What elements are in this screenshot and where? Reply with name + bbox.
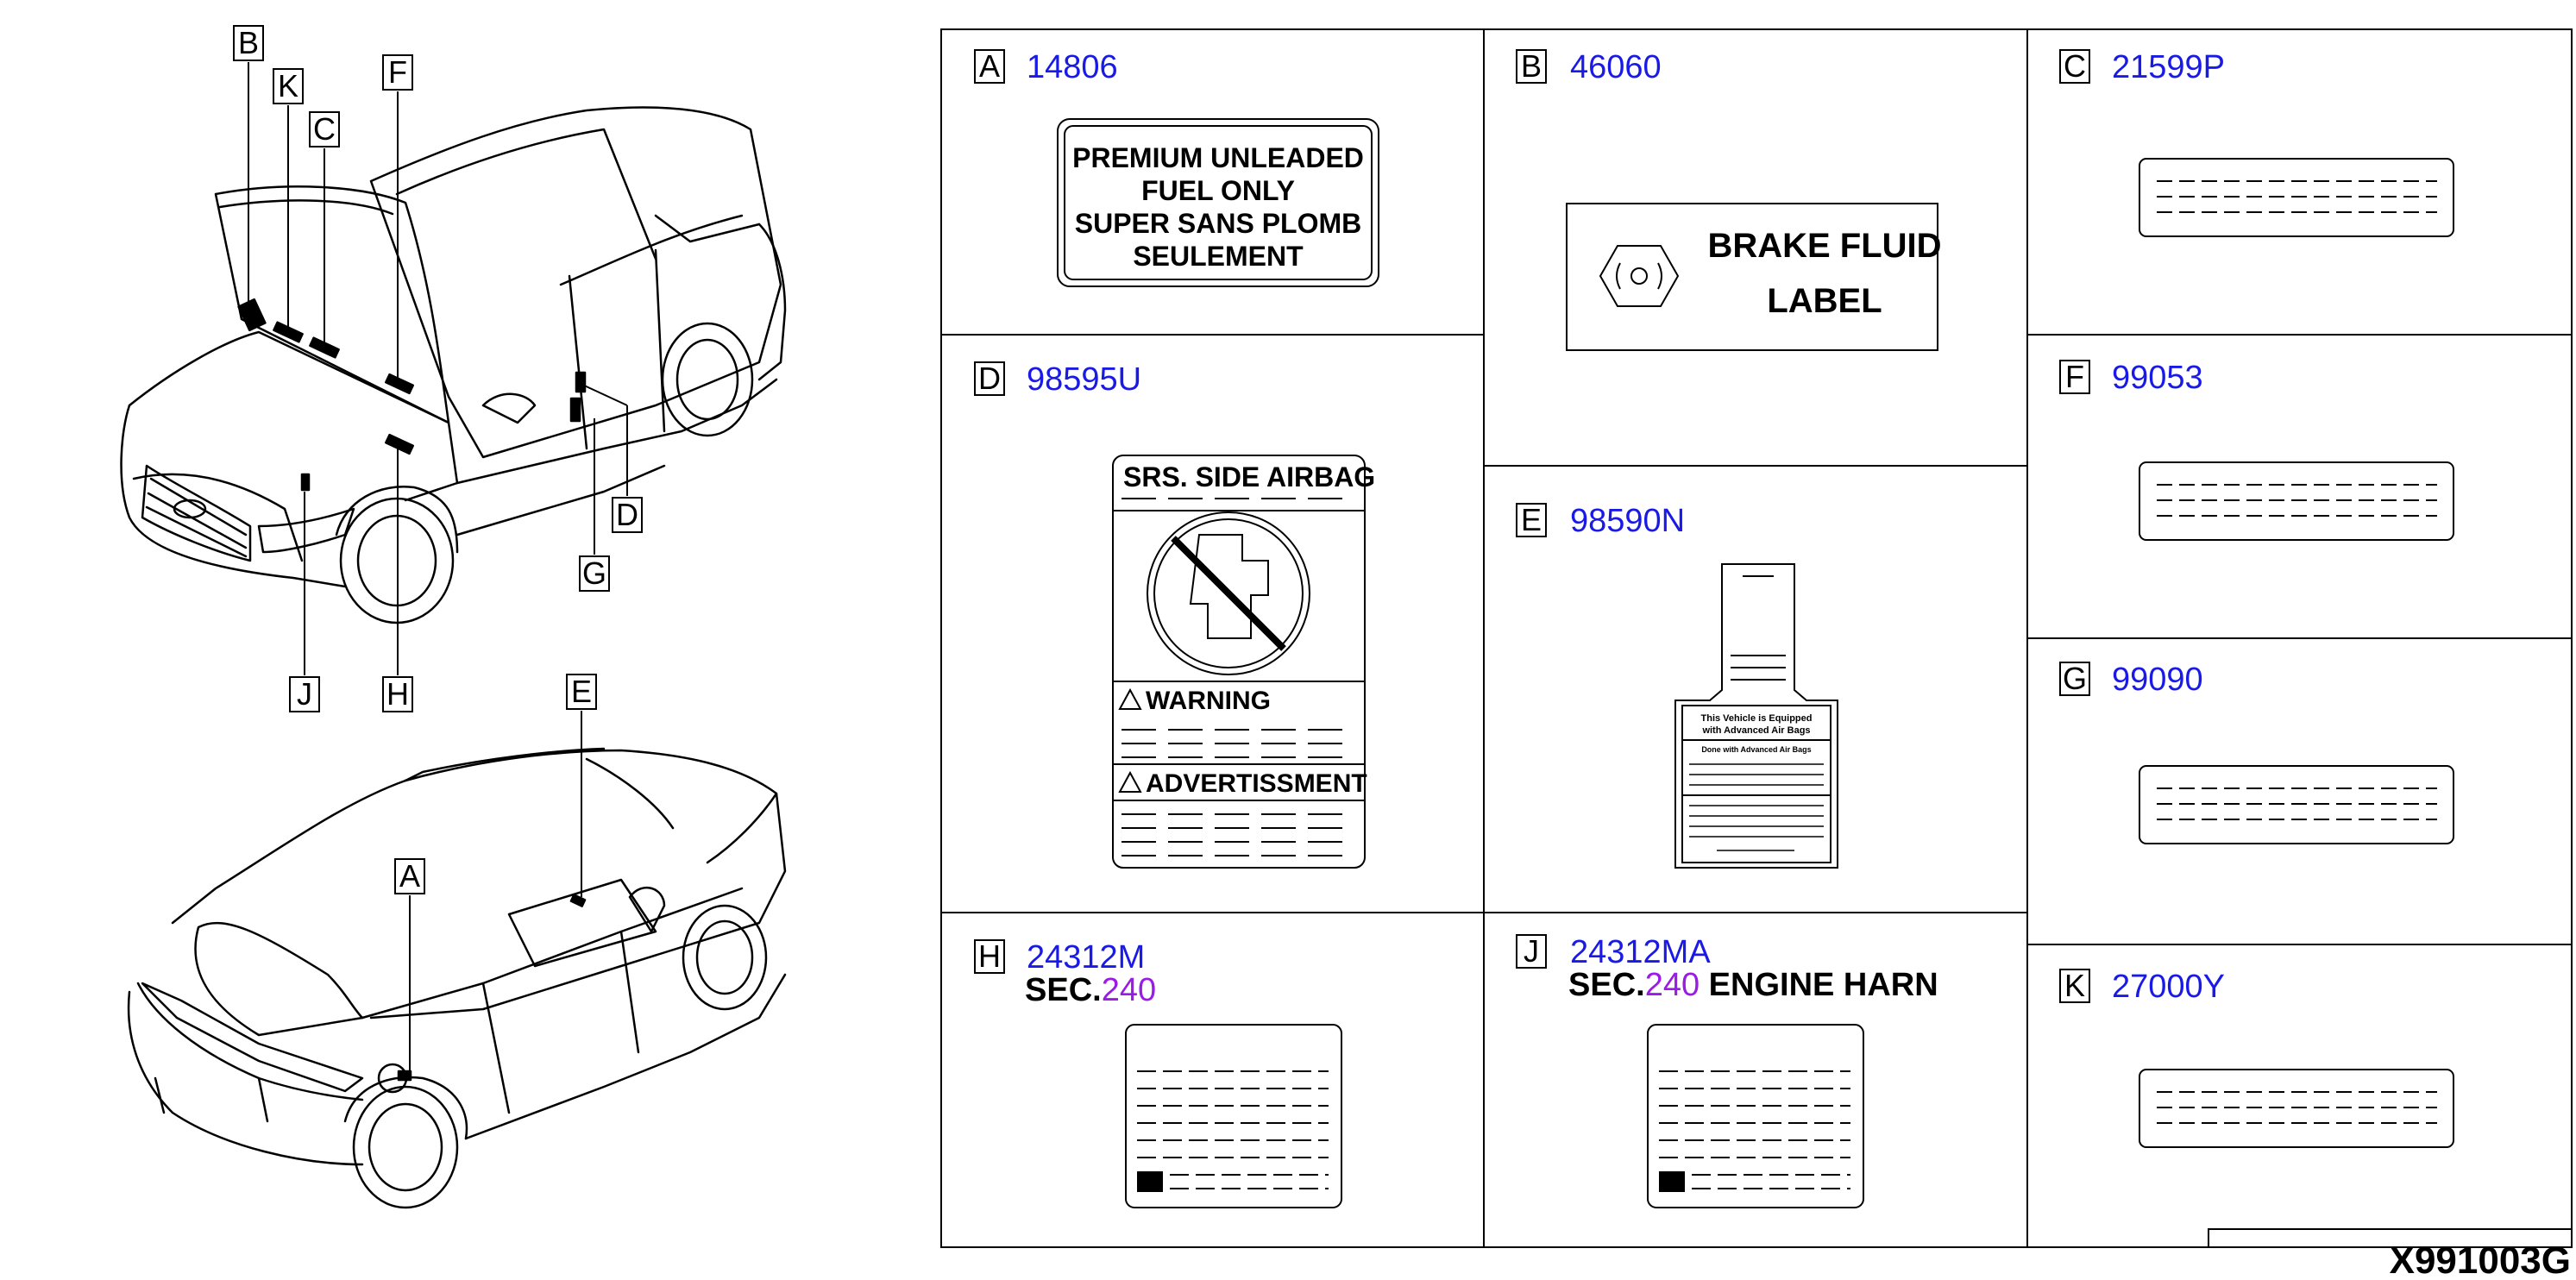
svg-text:C: C [2064, 48, 2086, 84]
callout-g: G [579, 555, 610, 592]
part-number-g: 99090 [2112, 662, 2203, 698]
svg-text:D: D [978, 361, 1001, 396]
svg-text:H: H [978, 938, 1001, 974]
svg-text:Done with Advanced Air Bags: Done with Advanced Air Bags [1701, 745, 1811, 754]
callout-f: F [382, 54, 413, 91]
part-number-e: 98590N [1570, 503, 1685, 539]
airbag-hang-tag: This Vehicle is Equipped with Advanced A… [1674, 563, 1838, 869]
svg-text:G: G [2063, 661, 2087, 696]
blank-label-f [2139, 461, 2454, 541]
part-number-f: 99053 [2112, 360, 2203, 396]
callout-h: H [382, 676, 413, 712]
bottom-car-illustration [127, 747, 787, 1209]
callout-a-car: A [394, 858, 425, 894]
svg-text:SEULEMENT: SEULEMENT [1133, 241, 1304, 272]
callout-c: C [309, 111, 340, 147]
part-number-h: 24312M [1027, 939, 1145, 976]
cell-d: D 98595U SRS. SIDE AIRBAG WARNING ADVERT… [974, 361, 1375, 869]
svg-text:This Vehicle is Equipped: This Vehicle is Equipped [1701, 713, 1813, 724]
diagram-code: X991003G [2390, 1239, 2571, 1280]
svg-text:SUPER SANS PLOMB: SUPER SANS PLOMB [1075, 208, 1361, 239]
svg-text:SRS. SIDE AIRBAG: SRS. SIDE AIRBAG [1123, 461, 1375, 493]
svg-text:E: E [1521, 502, 1542, 537]
part-number-d: 98595U [1027, 361, 1141, 398]
svg-text:PREMIUM UNLEADED: PREMIUM UNLEADED [1072, 142, 1364, 173]
fuel-label-a: PREMIUM UNLEADED FUEL ONLY SUPER SANS PL… [1057, 118, 1379, 287]
svg-text:C: C [313, 111, 336, 147]
top-car-illustration [120, 106, 787, 624]
cell-e: E 98590N This Vehicle is Equipped with A… [1516, 502, 1838, 869]
harness-label-h [1125, 1024, 1342, 1208]
cell-f: F 99053 [2059, 359, 2454, 541]
callout-k: K [273, 68, 304, 104]
part-number-c: 21599P [2112, 49, 2225, 85]
svg-text:J: J [297, 676, 312, 712]
svg-text:B: B [238, 25, 259, 60]
svg-text:J: J [1524, 933, 1539, 969]
svg-text:with Advanced Air Bags: with Advanced Air Bags [1701, 725, 1810, 736]
callout-b: B [233, 25, 264, 61]
blank-label-k [2139, 1069, 2454, 1148]
svg-text:F: F [2065, 359, 2084, 394]
svg-text:E: E [571, 674, 592, 709]
svg-text:G: G [582, 555, 606, 591]
label-grid [940, 28, 2573, 1248]
svg-text:A: A [399, 858, 420, 894]
section-ref-h: SEC.240 [1025, 972, 1156, 1008]
cell-g: G 99090 [2059, 661, 2454, 844]
bottom-car-leader-lines [409, 711, 582, 1074]
callout-e-car: E [566, 674, 597, 710]
cell-k: K 27000Y [2059, 968, 2454, 1148]
section-ref-j: SEC.240 ENGINE HARN [1568, 967, 1938, 1003]
svg-text:K: K [278, 68, 298, 104]
svg-text:LABEL: LABEL [1767, 282, 1882, 320]
svg-text:F: F [388, 54, 407, 90]
cell-a: A 14806 PREMIUM UNLEADED FUEL ONLY SUPER… [974, 48, 1379, 287]
svg-text:D: D [616, 497, 638, 532]
svg-text:A: A [979, 48, 1000, 84]
srs-airbag-label: SRS. SIDE AIRBAG WARNING ADVERTISSMENT [1112, 455, 1375, 869]
svg-text:WARNING: WARNING [1146, 687, 1271, 715]
svg-text:K: K [2064, 968, 2085, 1003]
brake-fluid-label: BRAKE FLUID LABEL [1566, 203, 1942, 351]
cell-b: B 46060 BRAKE FLUID LABEL [1516, 48, 1942, 351]
svg-text:FUEL ONLY: FUEL ONLY [1141, 175, 1295, 206]
part-number-b: 46060 [1570, 49, 1662, 85]
part-number-j: 24312MA [1570, 934, 1711, 970]
callout-d: D [612, 497, 643, 533]
cell-c: C 21599P [2059, 48, 2454, 237]
blank-label-c [2139, 158, 2454, 237]
blank-label-g [2139, 765, 2454, 844]
harness-label-j [1647, 1024, 1864, 1208]
cell-j: J 24312MA SEC.240 ENGINE HARN [1516, 933, 1938, 1208]
part-number-a: 14806 [1027, 49, 1118, 85]
svg-text:ADVERTISSMENT: ADVERTISSMENT [1146, 769, 1367, 798]
cell-h: H 24312M SEC.240 [974, 938, 1342, 1208]
svg-text:BRAKE FLUID: BRAKE FLUID [1707, 227, 1941, 265]
svg-text:H: H [386, 676, 409, 712]
part-number-k: 27000Y [2112, 969, 2225, 1005]
svg-text:B: B [1521, 48, 1542, 84]
top-car-leader-lines [248, 62, 628, 675]
callout-j: J [289, 676, 320, 712]
